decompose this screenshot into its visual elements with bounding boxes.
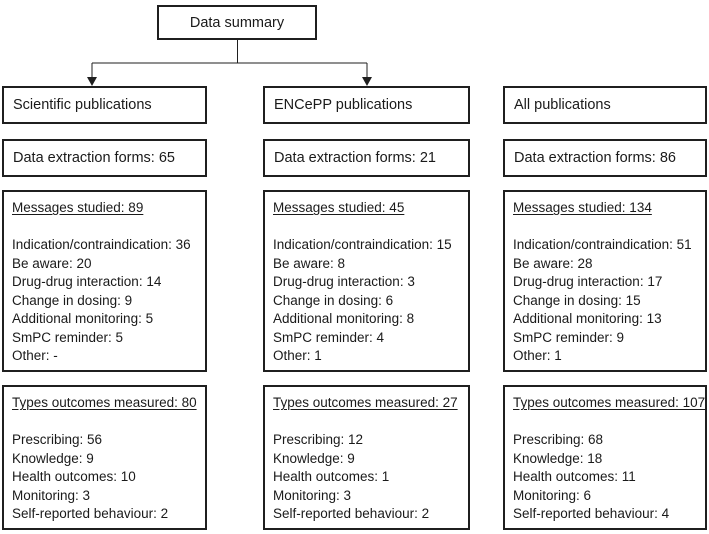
scientific-outcomes-box: Types outcomes measured: 80 Prescribing:…: [2, 385, 207, 530]
message-item: SmPC reminder: 9: [513, 329, 625, 345]
outcome-item: Health outcomes: 11: [513, 469, 636, 484]
outcome-item: Self-reported behaviour: 2: [273, 506, 430, 521]
encepp-messages-studied-box: Messages studied: 45 Indication/contrain…: [263, 190, 470, 372]
message-item: Drug-drug interaction: 14: [12, 274, 162, 289]
message-item: Be aware: 8: [273, 255, 346, 271]
data-extraction-label: Data extraction forms: 86: [514, 150, 676, 166]
outcome-item: Prescribing: 12: [273, 432, 364, 447]
message-item: Change in dosing: 6: [273, 292, 394, 308]
message-item: Additional monitoring: 5: [12, 311, 154, 326]
message-item: Additional monitoring: 13: [513, 311, 662, 326]
encepp-publications-header-box: ENCePP publications: [263, 86, 470, 124]
column-header-label: ENCePP publications: [274, 97, 413, 113]
outcomes-item-list: Prescribing: 56 Knowledge: 9 Health outc…: [12, 431, 197, 524]
outcome-item: Health outcomes: 1: [273, 469, 390, 484]
message-item: Drug-drug interaction: 3: [273, 274, 415, 289]
encepp-data-extraction-box: Data extraction forms: 21: [263, 139, 470, 177]
outcomes-measured-title: Types outcomes measured: 27: [273, 395, 458, 410]
arrow-down-middle-icon: [362, 77, 372, 86]
outcome-item: Monitoring: 3: [273, 487, 352, 503]
message-item: Be aware: 28: [513, 255, 593, 271]
message-item: Indication/contraindication: 51: [513, 237, 692, 252]
outcome-item: Prescribing: 56: [12, 432, 103, 447]
message-item: Other: -: [12, 348, 58, 363]
scientific-messages-studied-box: Messages studied: 89 Indication/contrain…: [2, 190, 207, 372]
message-item: Indication/contraindication: 15: [273, 237, 452, 252]
outcomes-measured-title: Types outcomes measured: 80: [12, 395, 197, 410]
message-item: Change in dosing: 15: [513, 292, 641, 308]
message-item: SmPC reminder: 5: [12, 329, 124, 345]
all-publications-header-box: All publications: [503, 86, 707, 124]
message-item: Indication/contraindication: 36: [12, 237, 191, 252]
encepp-outcomes-box: Types outcomes measured: 27 Prescribing:…: [263, 385, 470, 530]
messages-studied-title: Messages studied: 134: [513, 200, 652, 215]
scientific-data-extraction-box: Data extraction forms: 65: [2, 139, 207, 177]
message-item: Other: 1: [513, 348, 562, 363]
scientific-publications-header-box: Scientific publications: [2, 86, 207, 124]
messages-item-list: Indication/contraindication: 15 Be aware…: [273, 236, 460, 366]
data-extraction-label: Data extraction forms: 21: [274, 150, 436, 166]
message-item: Drug-drug interaction: 17: [513, 274, 663, 289]
all-outcomes-box: Types outcomes measured: 107 Prescribing…: [503, 385, 707, 530]
message-item: SmPC reminder: 4: [273, 329, 385, 345]
outcomes-measured-title: Types outcomes measured: 107: [513, 395, 706, 410]
messages-studied-title: Messages studied: 45: [273, 200, 405, 215]
outcomes-item-list: Prescribing: 12 Knowledge: 9 Health outc…: [273, 431, 460, 524]
message-item: Be aware: 20: [12, 255, 92, 271]
all-messages-studied-box: Messages studied: 134 Indication/contrai…: [503, 190, 707, 372]
outcome-item: Knowledge: 9: [12, 450, 94, 466]
outcome-item: Self-reported behaviour: 2: [12, 506, 169, 521]
message-item: Change in dosing: 9: [12, 292, 133, 308]
outcome-item: Monitoring: 3: [12, 487, 91, 503]
message-item: Additional monitoring: 8: [273, 311, 415, 326]
data-summary-box: Data summary: [157, 5, 317, 40]
outcome-item: Knowledge: 18: [513, 450, 603, 466]
messages-studied-title: Messages studied: 89: [12, 200, 144, 215]
column-header-label: Scientific publications: [13, 97, 152, 113]
outcomes-item-list: Prescribing: 68 Knowledge: 18 Health out…: [513, 431, 697, 524]
column-header-label: All publications: [514, 97, 611, 113]
outcome-item: Prescribing: 68: [513, 432, 604, 447]
messages-item-list: Indication/contraindication: 51 Be aware…: [513, 236, 697, 366]
data-extraction-label: Data extraction forms: 65: [13, 150, 175, 166]
data-summary-label: Data summary: [189, 14, 285, 31]
all-data-extraction-box: Data extraction forms: 86: [503, 139, 707, 177]
outcome-item: Self-reported behaviour: 4: [513, 506, 670, 521]
messages-item-list: Indication/contraindication: 36 Be aware…: [12, 236, 197, 366]
arrow-down-left-icon: [87, 77, 97, 86]
message-item: Other: 1: [273, 348, 322, 363]
outcome-item: Health outcomes: 10: [12, 469, 136, 484]
outcome-item: Knowledge: 9: [273, 450, 355, 466]
outcome-item: Monitoring: 6: [513, 487, 592, 503]
